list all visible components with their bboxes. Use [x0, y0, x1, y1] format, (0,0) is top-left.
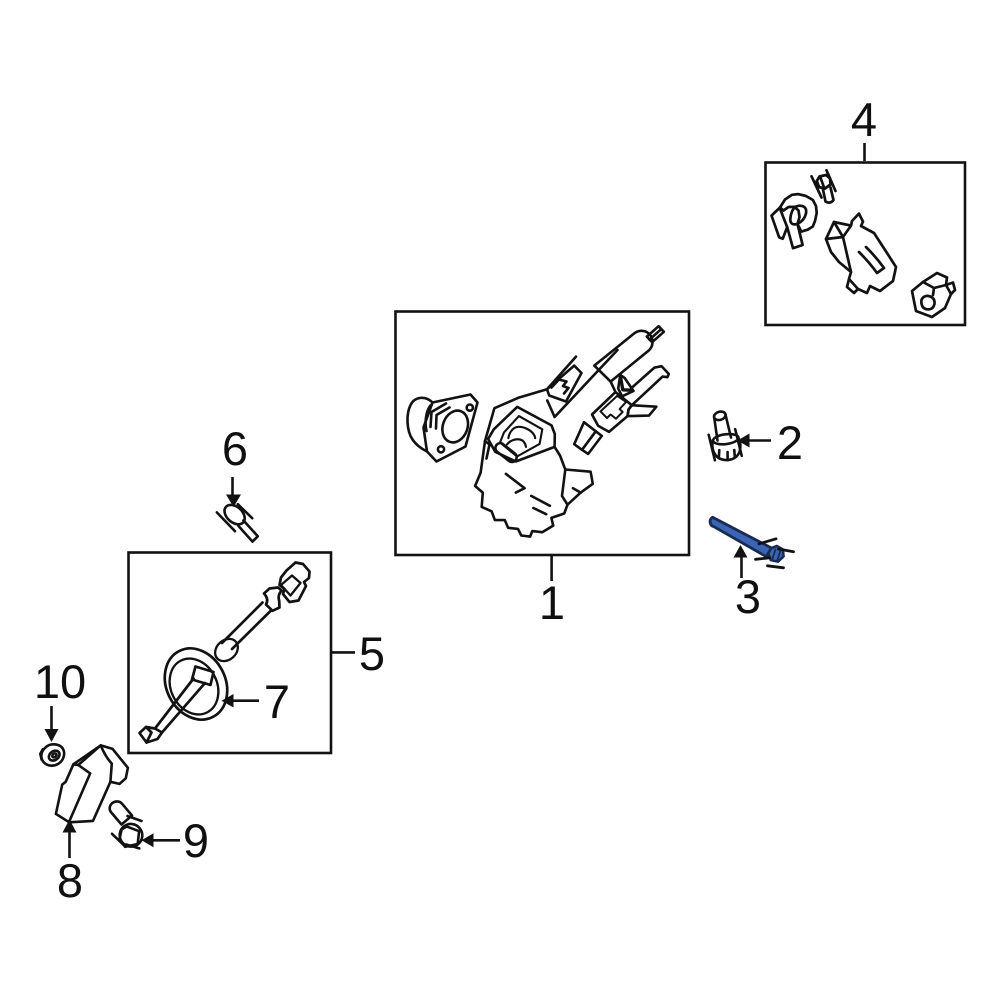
- svg-text:8: 8: [57, 854, 83, 907]
- svg-text:4: 4: [851, 93, 877, 146]
- svg-text:5: 5: [359, 627, 385, 680]
- svg-text:6: 6: [222, 422, 248, 475]
- svg-text:3: 3: [735, 570, 761, 623]
- svg-text:10: 10: [34, 655, 86, 708]
- svg-text:2: 2: [777, 416, 803, 469]
- svg-text:9: 9: [183, 814, 209, 867]
- svg-text:1: 1: [539, 576, 565, 629]
- svg-text:7: 7: [264, 675, 290, 728]
